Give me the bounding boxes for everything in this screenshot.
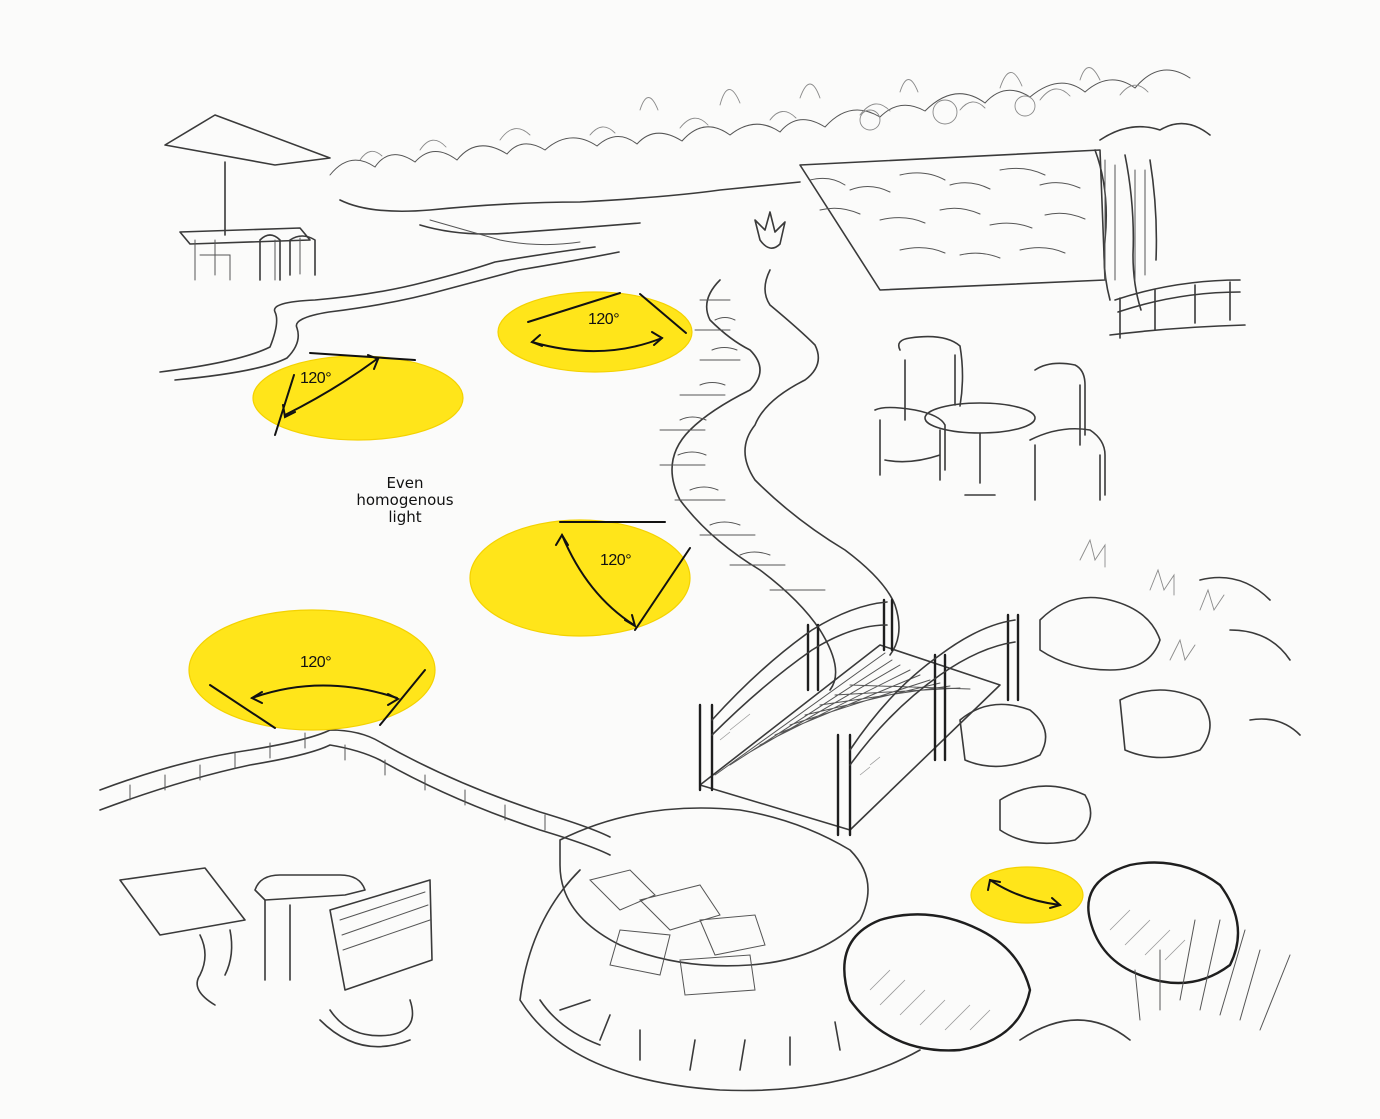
foliage-background: [330, 68, 1190, 176]
light-pool-1: [253, 356, 463, 440]
stone-steps: [520, 808, 1130, 1091]
light-pool-5: [971, 867, 1083, 923]
wooden-bridge: [700, 600, 1018, 835]
caption-even-homogenous-light: Even homogenous light: [340, 475, 470, 526]
angle-label-spot-4: 120°: [300, 654, 331, 672]
angle-label-spot-2: 120°: [588, 311, 619, 329]
rocks-plants-right: [960, 540, 1300, 843]
caption-line-3: light: [340, 509, 470, 526]
patio-furniture-right: [875, 337, 1105, 500]
stone-patio-edge: [100, 730, 610, 855]
light-pool-3: [470, 520, 690, 636]
stone-wall-waterfall: [800, 124, 1210, 310]
angle-label-spot-1: 120°: [300, 370, 331, 388]
caption-line-1: Even: [340, 475, 470, 492]
railing-right: [1110, 280, 1245, 338]
light-pool-2: [498, 292, 692, 372]
pool-edge: [160, 182, 800, 380]
angle-label-spot-3: 120°: [600, 552, 631, 570]
caption-line-2: homogenous: [340, 492, 470, 509]
winding-stone-path: [660, 212, 899, 690]
umbrella-table: [165, 115, 330, 280]
lounge-chairs: [120, 868, 432, 1047]
